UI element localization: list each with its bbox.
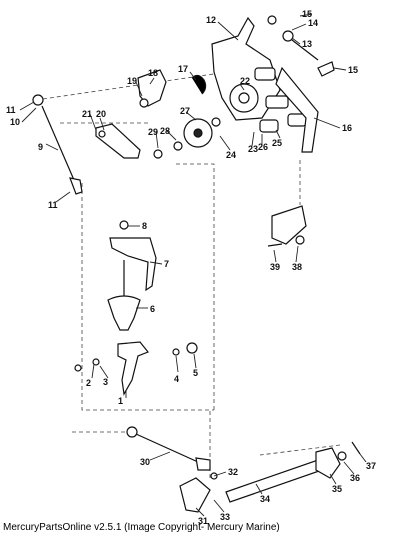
callout-39: 39 [270, 262, 280, 272]
callout-leaders [19, 13, 367, 517]
callout-36: 36 [350, 473, 360, 483]
callout-32: 32 [228, 467, 238, 477]
callout-19: 19 [127, 76, 137, 86]
callout-8: 8 [142, 221, 147, 231]
callout-3: 3 [103, 377, 108, 387]
callout-20: 20 [96, 109, 106, 119]
callout-16: 16 [342, 123, 352, 133]
throttle-cam-assembly [95, 15, 335, 159]
callout-9: 9 [38, 142, 43, 152]
callout-22: 22 [240, 76, 250, 86]
callout-11-rod-top: 11 [6, 105, 16, 115]
callout-15-right: 15 [348, 65, 358, 75]
callout-21: 21 [82, 109, 92, 119]
callout-29: 29 [148, 127, 158, 137]
assembly-guide-lines [35, 65, 341, 478]
callout-31: 31 [198, 516, 208, 526]
callout-15-top: 15 [302, 9, 312, 19]
callout-28: 28 [160, 126, 170, 136]
copyright-footer: MercuryPartsOnline v2.5.1 (Image Copyrig… [3, 522, 280, 533]
callout-5: 5 [193, 368, 198, 378]
mounting-bracket-assembly [74, 205, 307, 396]
callout-4: 4 [174, 374, 179, 384]
callout-25: 25 [272, 138, 282, 148]
callout-18: 18 [148, 68, 158, 78]
callout-24: 24 [226, 150, 236, 160]
callout-35: 35 [332, 484, 342, 494]
callout-12: 12 [206, 15, 216, 25]
callout-26: 26 [258, 142, 268, 152]
callout-34: 34 [260, 494, 270, 504]
lower-linkage-assembly [126, 426, 361, 513]
callout-7: 7 [164, 259, 169, 269]
callout-10: 10 [10, 117, 20, 127]
callout-11-rod-bottom: 11 [48, 200, 58, 210]
callout-17: 17 [178, 64, 188, 74]
callout-13: 13 [302, 39, 312, 49]
callout-27: 27 [180, 106, 190, 116]
callout-labels: 1 2 3 4 5 6 7 8 9 10 11 11 12 13 14 15 1… [6, 9, 376, 526]
callout-2: 2 [86, 378, 91, 388]
throttle-rod [32, 94, 83, 195]
callout-37: 37 [366, 461, 376, 471]
callout-23: 23 [248, 144, 258, 154]
callout-14: 14 [308, 18, 318, 28]
callout-6: 6 [150, 304, 155, 314]
callout-38: 38 [292, 262, 302, 272]
callout-30: 30 [140, 457, 150, 467]
callout-1: 1 [118, 396, 123, 406]
callout-33: 33 [220, 512, 230, 522]
